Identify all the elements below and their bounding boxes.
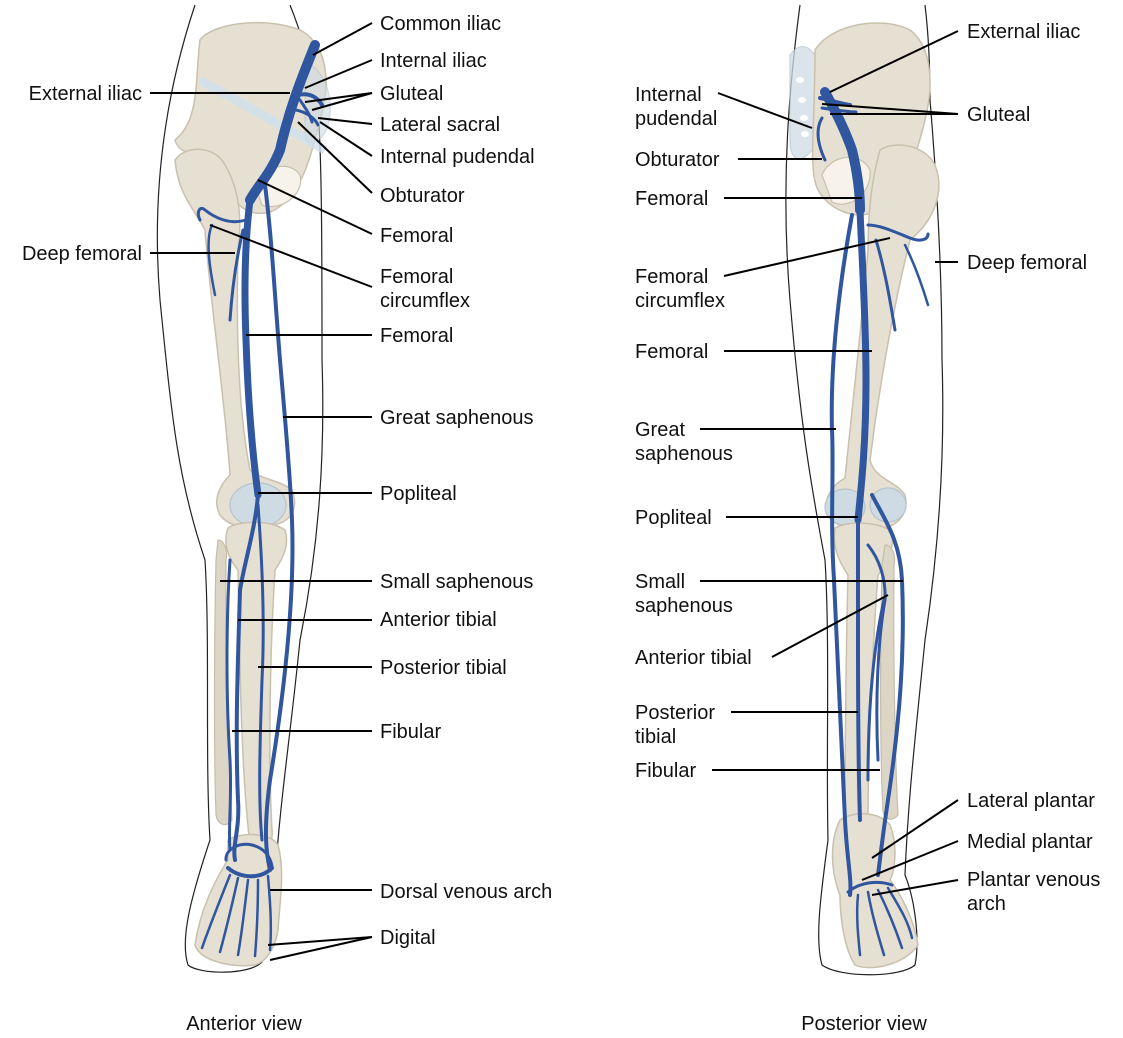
label-small-saphenous: Small saphenous xyxy=(635,571,733,617)
label-great-saphenous: Great saphenous xyxy=(635,419,733,465)
anterior-foot xyxy=(194,833,283,967)
label-obturator: Obturator xyxy=(380,185,465,207)
label-gluteal: Gluteal xyxy=(967,104,1030,126)
label-internal-pudendal: Internal pudendal xyxy=(635,84,717,130)
label-anterior-tibial: Anterior tibial xyxy=(380,609,497,631)
label-medial-plantar: Medial plantar xyxy=(967,831,1093,853)
label-external-iliac: External iliac xyxy=(29,83,142,105)
label-internal-pudendal: Internal pudendal xyxy=(380,146,535,168)
anterior-veins xyxy=(196,40,324,958)
label-digital: Digital xyxy=(380,927,436,949)
anterior-labels: Common iliac Internal iliac Gluteal Late… xyxy=(22,13,552,1035)
anterior-fibula xyxy=(213,539,233,826)
label-great-saphenous: Great saphenous xyxy=(380,407,533,429)
anterior-leg-outline xyxy=(156,4,324,973)
label-lateral-plantar: Lateral plantar xyxy=(967,790,1095,812)
label-lateral-sacral: Lateral sacral xyxy=(380,114,500,136)
label-posterior-tibial: Posterior tibial xyxy=(635,702,721,748)
label-dorsal-venous-arch: Dorsal venous arch xyxy=(380,881,552,903)
label-fibular: Fibular xyxy=(380,721,441,743)
label-anterior-tibial: Anterior tibial xyxy=(635,647,752,669)
label-fibular: Fibular xyxy=(635,760,696,782)
posterior-foot xyxy=(831,813,919,969)
label-femoral-lower: Femoral xyxy=(635,341,708,363)
label-femoral-upper: Femoral xyxy=(380,225,453,247)
label-small-saphenous: Small saphenous xyxy=(380,571,533,593)
label-gluteal: Gluteal xyxy=(380,83,443,105)
caption-anterior-view: Anterior view xyxy=(186,1013,302,1035)
label-external-iliac: External iliac xyxy=(967,21,1080,43)
posterior-labels: External iliac Gluteal Deep femoral Late… xyxy=(635,21,1106,1035)
label-femoral-lower: Femoral xyxy=(380,325,453,347)
posterior-leg-outline xyxy=(785,4,944,976)
label-femoral-upper: Femoral xyxy=(635,188,708,210)
label-deep-femoral: Deep femoral xyxy=(22,243,142,265)
posterior-leader-lines xyxy=(700,30,959,896)
label-popliteal: Popliteal xyxy=(635,507,712,529)
caption-posterior-view: Posterior view xyxy=(801,1013,927,1035)
posterior-veins xyxy=(816,87,930,957)
label-internal-iliac: Internal iliac xyxy=(380,50,487,72)
label-obturator: Obturator xyxy=(635,149,720,171)
label-deep-femoral: Deep femoral xyxy=(967,252,1087,274)
label-common-iliac: Common iliac xyxy=(380,13,501,35)
label-femoral-circumflex: Femoral circumflex xyxy=(380,266,470,312)
label-femoral-circumflex: Femoral circumflex xyxy=(635,266,725,312)
anterior-tibia xyxy=(225,521,288,848)
posterior-view: External iliac Gluteal Deep femoral Late… xyxy=(635,4,1106,1035)
label-posterior-tibial: Posterior tibial xyxy=(380,657,507,679)
anterior-hip-bone xyxy=(174,21,327,215)
anterior-leader-lines xyxy=(150,22,373,961)
label-plantar-venous-arch: Plantar venous arch xyxy=(967,869,1106,915)
anterior-view: Common iliac Internal iliac Gluteal Late… xyxy=(22,4,552,1035)
label-popliteal: Popliteal xyxy=(380,483,457,505)
